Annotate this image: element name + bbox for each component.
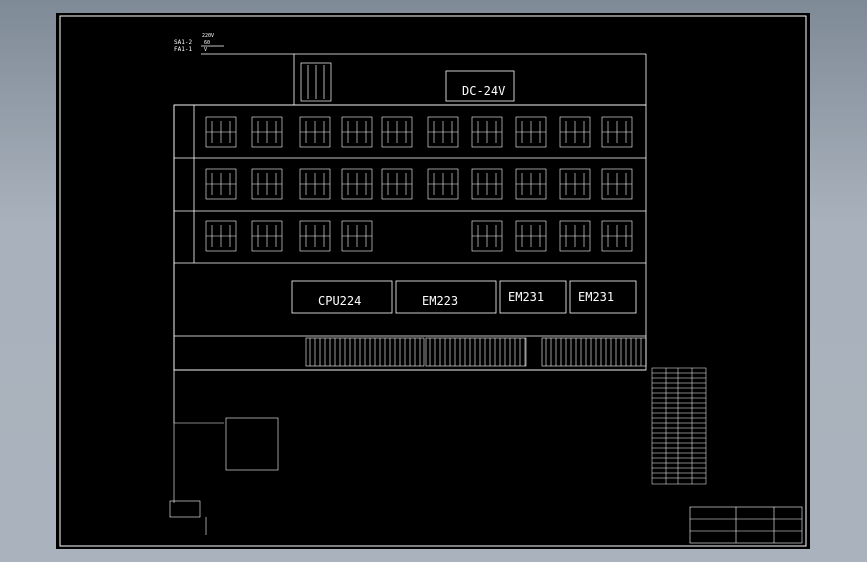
relay-block [427, 116, 459, 148]
supply-v: V [204, 47, 207, 53]
relay-block [299, 220, 331, 252]
terminal-strip [425, 337, 527, 367]
module-em231b-label: EM231 [578, 290, 614, 304]
relay-block [515, 168, 547, 200]
relay-block [299, 116, 331, 148]
terminal-strip [541, 337, 647, 367]
supply-voltage: 220V [202, 33, 214, 39]
supply-line2: FA1-1 [174, 46, 192, 53]
rung-grid [173, 104, 647, 371]
terminal-strip [305, 337, 425, 367]
relay-blocks [205, 116, 633, 252]
drawing-sheet: SA1-2 FA1-1 220V 60 V [56, 13, 810, 549]
supply-freq: 60 [204, 40, 210, 46]
relay-block [515, 116, 547, 148]
relay-block [559, 116, 591, 148]
relay-block [299, 168, 331, 200]
relay-block [559, 220, 591, 252]
relay-block [601, 116, 633, 148]
relay-block [515, 220, 547, 252]
relay-block [251, 116, 283, 148]
power-supply-label: DC-24V [462, 84, 505, 98]
module-cpu-label: CPU224 [318, 294, 361, 308]
io-table [651, 367, 707, 485]
terminal-strips [305, 337, 647, 367]
relay-block [341, 220, 373, 252]
relay-block [471, 220, 503, 252]
relay-block [559, 168, 591, 200]
relay-block [251, 168, 283, 200]
module-em223-label: EM223 [422, 294, 458, 308]
main-breaker [300, 62, 332, 102]
relay-block [205, 168, 237, 200]
relay-block [341, 116, 373, 148]
relay-block [601, 168, 633, 200]
module-em231a-box [499, 280, 567, 314]
relay-block [471, 168, 503, 200]
plc-modules: CPU224 EM223 EM231 EM231 [291, 280, 637, 314]
lower-left-detail [169, 417, 279, 535]
relay-block [251, 220, 283, 252]
module-cpu-box [291, 280, 393, 314]
supply-labels: SA1-2 FA1-1 220V 60 V [174, 33, 214, 53]
relay-block [341, 168, 373, 200]
module-em231a-label: EM231 [508, 290, 544, 304]
relay-block [205, 220, 237, 252]
relay-block [471, 116, 503, 148]
electrical-schematic: SA1-2 FA1-1 220V 60 V [59, 15, 807, 547]
relay-block [205, 116, 237, 148]
relay-block [381, 116, 413, 148]
dc-power-supply: DC-24V [445, 70, 515, 102]
relay-block [601, 220, 633, 252]
module-em223-box [395, 280, 497, 314]
relay-block [427, 168, 459, 200]
outer-frame [59, 15, 807, 547]
supply-line1: SA1-2 [174, 39, 192, 46]
module-em231b-box [569, 280, 637, 314]
relay-block [381, 168, 413, 200]
title-block [689, 506, 803, 544]
